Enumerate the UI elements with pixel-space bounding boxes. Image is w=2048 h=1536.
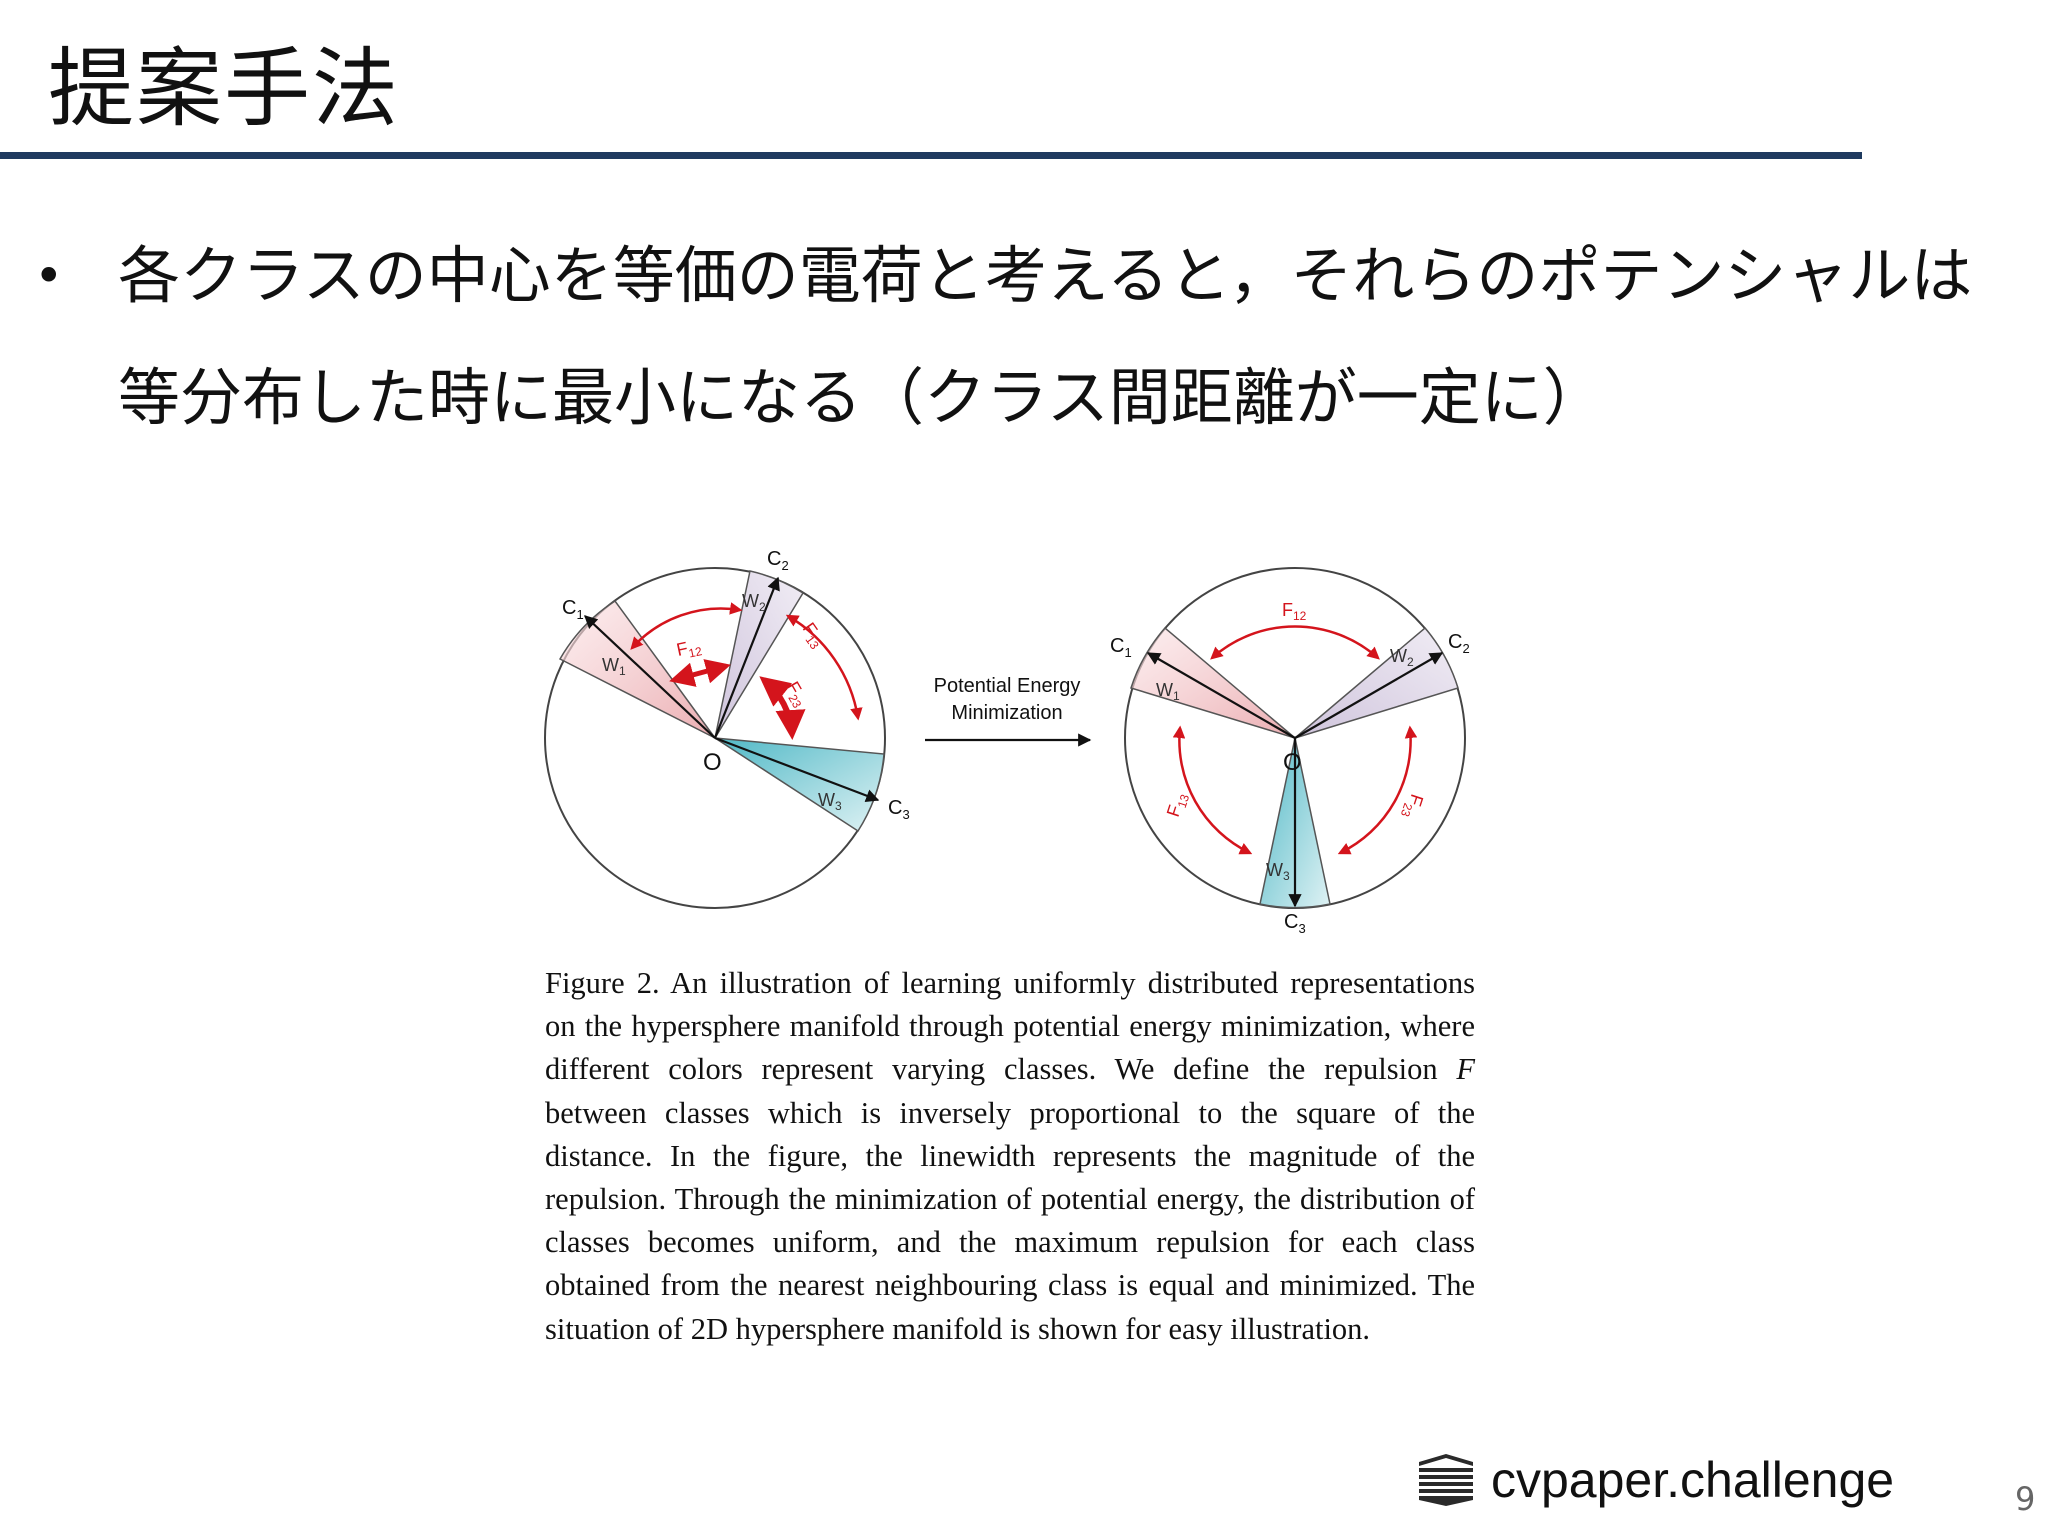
f12-arc-uniform — [1210, 625, 1380, 660]
stacked-layers-icon — [1419, 1454, 1473, 1506]
brand-name: cvpaper.challenge — [1491, 1452, 1895, 1508]
c3-label: C3 — [888, 797, 910, 822]
w2-arrow-uniform — [1294, 652, 1444, 739]
w1-label-uniform: W1 — [1156, 680, 1180, 703]
w2-label: W2 — [742, 591, 766, 614]
initial-distribution: O C1 C2 C3 W1 W2 W3 F12 F13 F23 — [544, 548, 910, 909]
bullet-point: • 各クラスの中心を等価の電荷と考えると，それらのポテンシャルは等分布した時に最… — [34, 215, 2024, 459]
w1-arrow — [584, 615, 716, 739]
w1-arrow-uniform — [1146, 652, 1296, 739]
w2-label-uniform: W2 — [1390, 646, 1414, 669]
c2-label-uniform: C2 — [1448, 631, 1470, 656]
page-number: 9 — [2015, 1480, 2036, 1518]
arrow-label-line2: Minimization — [951, 702, 1062, 724]
f12-label-uniform: F12 — [1282, 600, 1307, 623]
f13-arc — [785, 614, 863, 721]
w2-arrow — [713, 576, 780, 739]
f13-label-uniform: F13 — [1163, 790, 1192, 821]
c1-label-uniform: C1 — [1110, 635, 1132, 660]
w1-label: W1 — [602, 655, 626, 678]
bullet-marker: • — [34, 247, 64, 305]
minimization-arrow: Potential Energy Minimization — [925, 675, 1092, 747]
brand-logo: cvpaper.challenge — [1415, 1445, 1894, 1515]
f12-arrow — [669, 659, 731, 687]
w3-arrow — [714, 736, 880, 802]
uniform-distribution: O C1 C2 C3 W1 W2 W3 F12 F13 F23 — [1110, 567, 1470, 936]
caption-rest: between classes which is inversely propo… — [545, 1095, 1475, 1346]
hypersphere-figure: O C1 C2 C3 W1 W2 W3 F12 F13 F23 Potentia… — [544, 548, 1470, 936]
caption-symbol: F — [1456, 1052, 1476, 1087]
f23-label-uniform: F23 — [1398, 791, 1427, 822]
f12-arc — [630, 602, 743, 650]
origin-label-uniform: O — [1283, 749, 1302, 776]
w3-label-uniform: W3 — [1266, 860, 1290, 883]
f23-arc — [759, 676, 806, 740]
caption-lead: Figure 2. An illustration of learning un… — [545, 966, 1475, 1087]
f12-label: F12 — [675, 635, 704, 663]
c1-label: C1 — [562, 597, 584, 622]
bullet-text: 各クラスの中心を等価の電荷と考えると，それらのポテンシャルは等分布した時に最小に… — [118, 239, 1973, 434]
arrow-label-line1: Potential Energy — [934, 675, 1081, 697]
class2-sector-uniform — [1294, 626, 1459, 739]
class1-sector-uniform — [1130, 626, 1296, 739]
slide-title: 提案手法 — [48, 39, 400, 139]
c3-label-uniform: C3 — [1284, 911, 1306, 936]
origin-label: O — [703, 749, 722, 776]
title-divider — [0, 152, 1862, 159]
f23-arc-uniform — [1337, 725, 1418, 855]
w3-label: W3 — [818, 790, 842, 813]
f13-arc-uniform — [1172, 725, 1253, 855]
figure-caption: Figure 2. An illustration of learning un… — [545, 962, 1475, 1351]
c2-label: C2 — [767, 548, 789, 573]
